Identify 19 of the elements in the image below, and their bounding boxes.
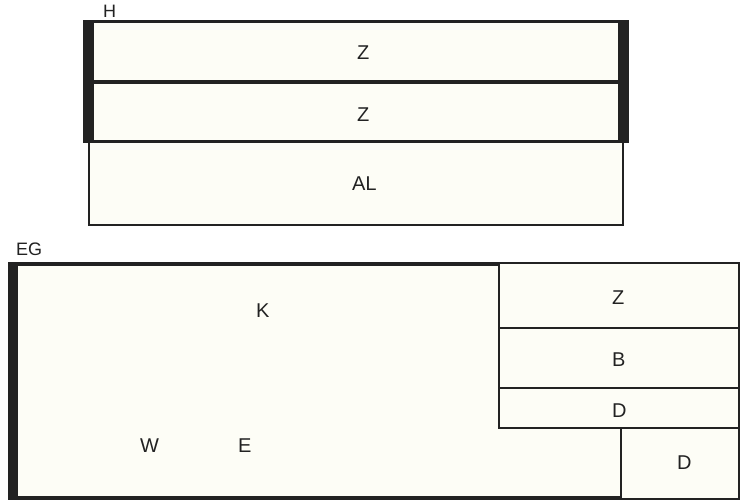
block-label: AL [352,174,376,194]
block [83,20,629,83]
block-label: B [612,350,626,370]
group-heading: H [103,2,116,20]
block [620,427,740,500]
block [88,141,624,226]
block-label: Z [357,43,370,63]
block [498,262,740,329]
block-label: D [612,401,626,421]
block [498,327,740,389]
block-label: Z [357,105,370,125]
block [498,387,740,429]
block-label: Z [612,288,624,308]
block-label: W [140,436,159,456]
block-label: D [677,453,692,473]
block [83,81,629,143]
block-label: E [238,436,252,456]
group-heading: EG [16,240,42,258]
block-label: K [256,301,270,321]
